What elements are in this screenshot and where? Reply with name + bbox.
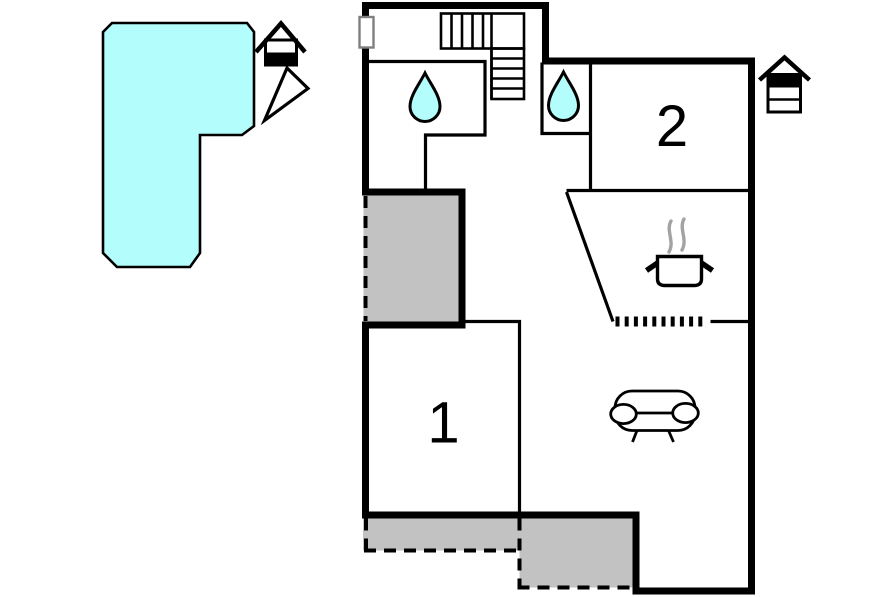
- pot-handle-left: [644, 260, 660, 273]
- room-1-walls: [462, 319, 522, 514]
- pot-handle-right: [699, 260, 715, 273]
- kitchen-diagonal-wall: [564, 191, 615, 323]
- room-1-label: 1: [427, 391, 459, 456]
- terrace-lower-right-floor: [519, 518, 633, 588]
- bathroom-right-walls: [540, 62, 591, 136]
- sofa-icon: [609, 389, 700, 443]
- terrace-lower-left: [363, 518, 520, 551]
- building-outline: [362, 2, 755, 595]
- stair-lower-run: [490, 47, 526, 101]
- steam-icon: [680, 217, 686, 252]
- steam-icon: [667, 219, 673, 254]
- pot-icon: [655, 254, 704, 288]
- sofa-leg: [667, 429, 675, 443]
- terrace-upper: [363, 195, 459, 322]
- terrace-upper-floor: [363, 195, 459, 322]
- north-direction-arrow: [260, 65, 311, 126]
- water-drop-icon-right: [546, 68, 581, 122]
- terrace-open-edges: [363, 196, 633, 590]
- interior-walls: [362, 59, 750, 514]
- outer-wall: [362, 2, 755, 595]
- window-marker: [358, 15, 375, 49]
- house-level-band: [267, 52, 295, 64]
- terrace-lower-left-floor: [363, 518, 520, 551]
- water-drop-icon-left: [408, 69, 442, 123]
- house-roof-icon: [254, 20, 307, 54]
- sofa-armrest: [671, 401, 700, 424]
- house-roof-icon: [757, 54, 812, 82]
- house-level-band: [769, 76, 799, 88]
- sofa-armrest: [609, 402, 638, 425]
- kitchen-pot-with-steam: [644, 217, 715, 288]
- staircase: [439, 12, 526, 101]
- pool-shape: [101, 21, 256, 269]
- north-arrow-icon: [260, 65, 311, 126]
- terrace-lower-right: [519, 518, 633, 588]
- sofa-leg: [631, 429, 639, 443]
- bathroom-left-walls: [362, 59, 487, 192]
- terrace-upper-walls: [362, 188, 466, 329]
- swimming-pool: [101, 21, 256, 269]
- room-2-label: 2: [656, 94, 688, 159]
- floor-level-house-icon-upper: [757, 54, 812, 114]
- floor-level-house-icon-ground: [254, 20, 307, 67]
